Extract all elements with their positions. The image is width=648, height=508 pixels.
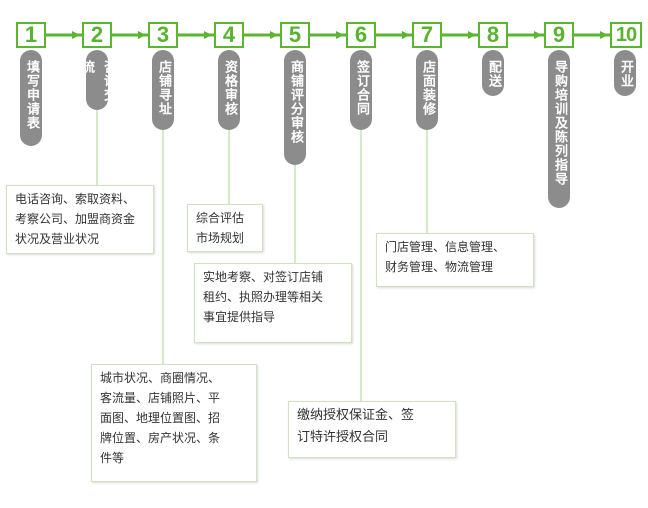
step-8-label: 配送 <box>482 50 504 96</box>
timeline-arrows <box>72 31 608 39</box>
note-connectors <box>96 110 428 401</box>
arrow-9-10 <box>600 31 608 39</box>
step-9-label: 导购培训及陈列指导 <box>548 50 570 208</box>
step-5-number: 5 <box>280 22 310 48</box>
arrow-2-3 <box>138 31 146 39</box>
arrow-7-8 <box>468 31 476 39</box>
note-decoration: 门店管理、信息管理、 财务管理、物流管理 <box>376 233 534 287</box>
arrow-6-7 <box>402 31 410 39</box>
note-store-eval: 实地考察、对签订店铺 租约、执照办理等相关 事宜提供指导 <box>194 263 352 343</box>
step-3-number: 3 <box>148 22 178 48</box>
step-4-number: 4 <box>214 22 244 48</box>
step-7-label: 店面装修 <box>416 50 438 130</box>
step-8-number: 8 <box>478 22 508 48</box>
step-7-number: 7 <box>412 22 442 48</box>
step-10-label: 开业 <box>614 50 636 96</box>
step-2-number: 2 <box>82 22 112 48</box>
note-qualification: 综合评估 市场规划 <box>187 204 263 252</box>
step-5-label: 商铺评分审核 <box>284 50 306 165</box>
step-6-label: 签订合同 <box>350 50 372 130</box>
arrow-3-4 <box>204 31 212 39</box>
step-2-label: 咨询交流 <box>79 50 116 110</box>
note-location: 城市状况、商圈情况、 客流量、店铺照片、平 面图、地理位置图、招 牌位置、房产状… <box>91 364 257 482</box>
arrow-4-5 <box>270 31 278 39</box>
arrow-1-2 <box>72 31 80 39</box>
arrow-5-6 <box>336 31 344 39</box>
arrow-8-9 <box>534 31 542 39</box>
step-3-label: 店铺寻址 <box>152 50 174 130</box>
step-10-number: 10 <box>610 22 642 48</box>
step-9-number: 9 <box>544 22 574 48</box>
step-4-label: 资格审核 <box>218 50 240 130</box>
step-6-number: 6 <box>346 22 376 48</box>
step-1-label: 填写申请表 <box>20 50 42 146</box>
step-1-number: 1 <box>16 22 46 48</box>
note-contract: 缴纳授权保证金、签 订特许授权合同 <box>288 401 456 458</box>
note-consult: 电话咨询、索取资料、 考察公司、加盟商资金 状况及营业状况 <box>6 185 154 254</box>
